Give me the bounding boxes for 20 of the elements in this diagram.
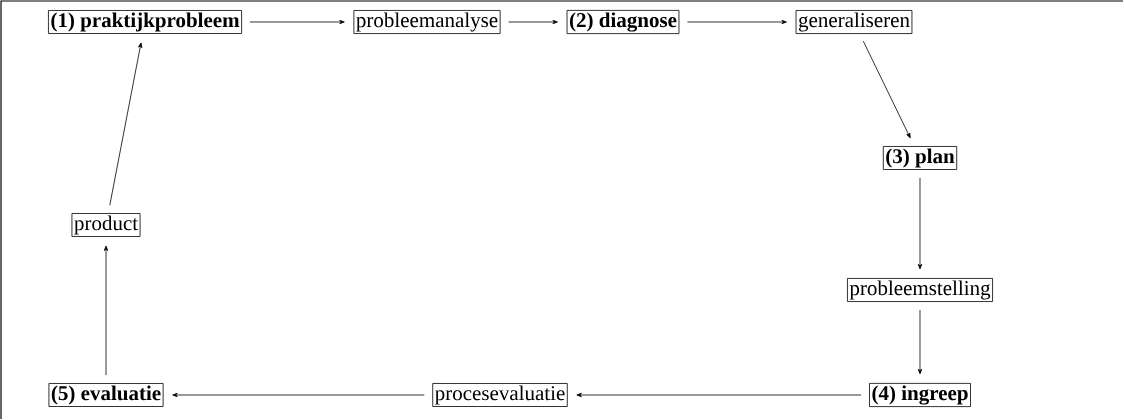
- step-box: (5) evaluatie: [48, 383, 164, 407]
- arrow: [917, 177, 923, 270]
- arrow: [172, 392, 425, 398]
- step-box: procesevaluatie: [432, 383, 568, 407]
- step-box: probleemstelling: [847, 278, 993, 302]
- arrow: [576, 392, 862, 398]
- arrow: [109, 42, 143, 206]
- step-box: (3) plan: [882, 146, 958, 170]
- step-box: generaliseren: [795, 10, 913, 34]
- step-box: product: [71, 213, 141, 237]
- arrow: [862, 40, 911, 139]
- step-box: (1) praktijkprobleem: [48, 10, 242, 34]
- step-box: (2) diagnose: [566, 10, 680, 34]
- arrow: [249, 19, 345, 25]
- arrow: [917, 309, 923, 375]
- arrow: [103, 245, 109, 376]
- arrow: [686, 19, 787, 25]
- arrow: [508, 19, 558, 25]
- step-box: probleemanalyse: [353, 10, 501, 34]
- step-box: (4) ingreep: [869, 383, 971, 407]
